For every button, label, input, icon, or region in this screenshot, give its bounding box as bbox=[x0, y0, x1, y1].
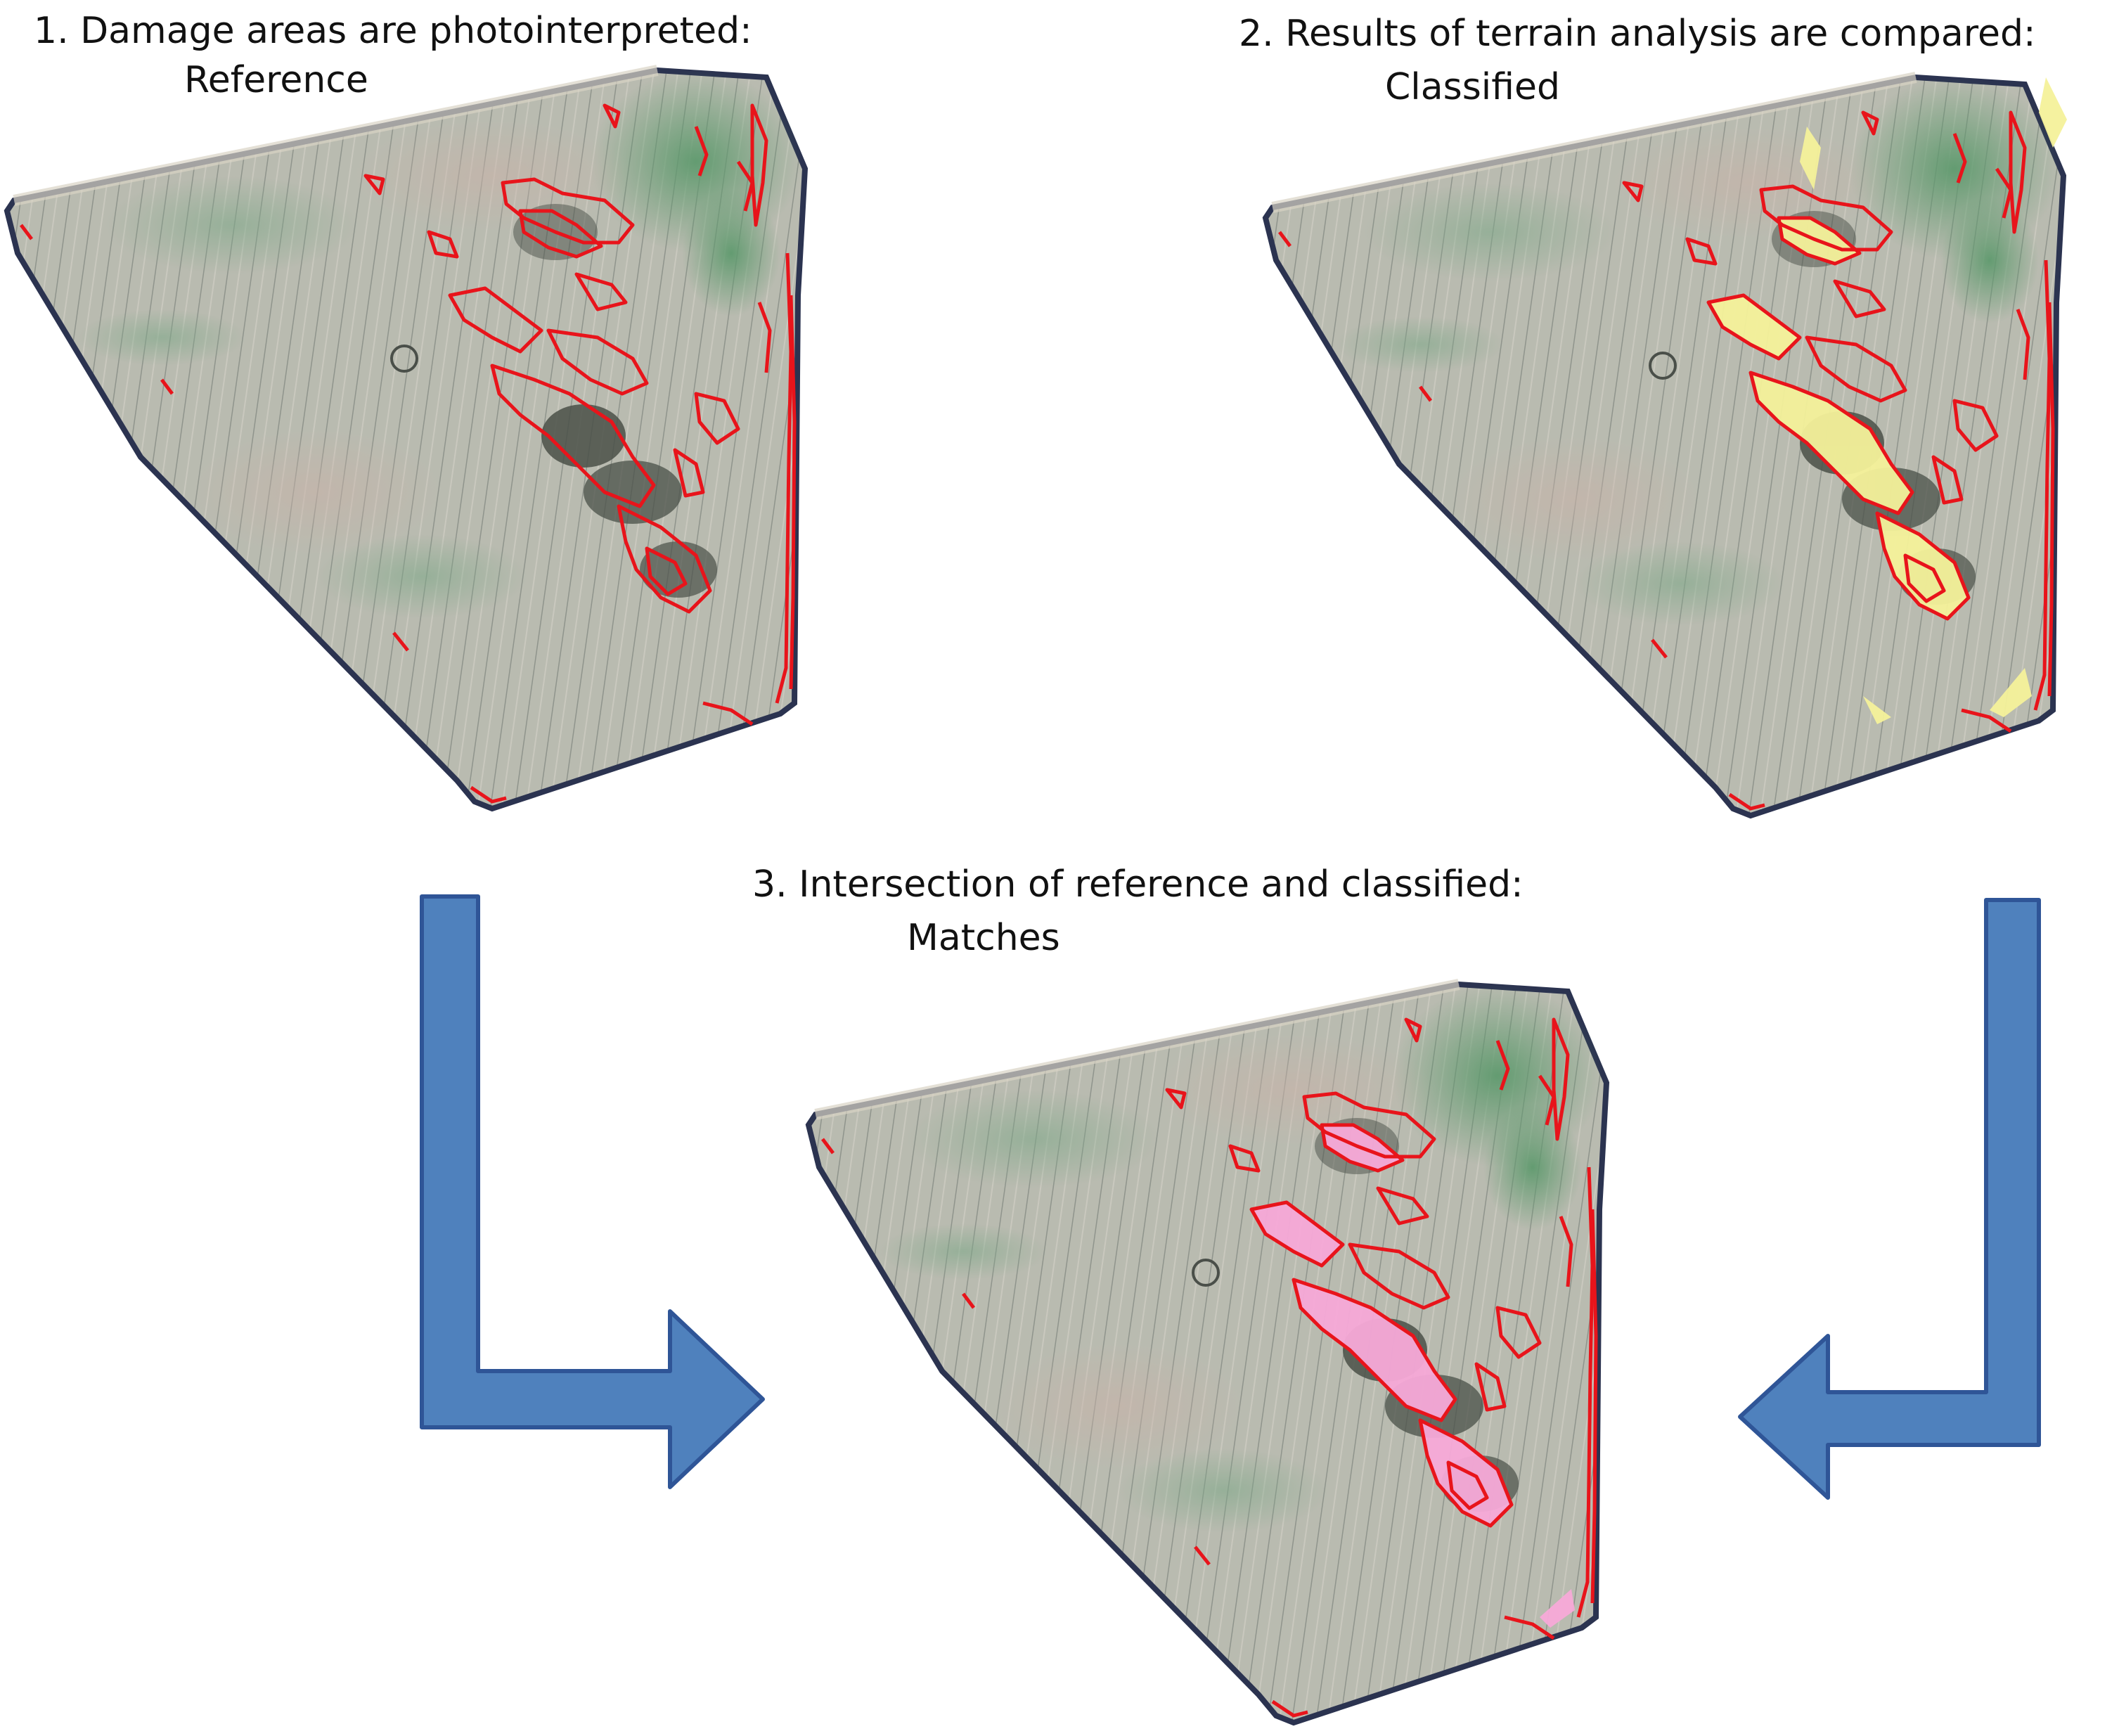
arrow-down-right-icon bbox=[420, 894, 765, 1489]
arrow-down-left-icon bbox=[1738, 898, 2041, 1500]
field-panel-classified bbox=[1265, 77, 2067, 816]
panel-matches-caption: 3. Intersection of reference and classif… bbox=[752, 863, 1524, 906]
field-panel-matches bbox=[809, 984, 1606, 1723]
panel-classified-caption: 2. Results of terrain analysis are compa… bbox=[1239, 13, 2036, 55]
panel-reference-label: Reference bbox=[184, 59, 368, 101]
panel-matches-label: Matches bbox=[907, 917, 1060, 959]
field-panel-reference bbox=[7, 70, 805, 809]
panel-reference-caption: 1. Damage areas are photointerpreted: bbox=[34, 10, 752, 52]
panel-classified-label: Classified bbox=[1385, 66, 1561, 108]
